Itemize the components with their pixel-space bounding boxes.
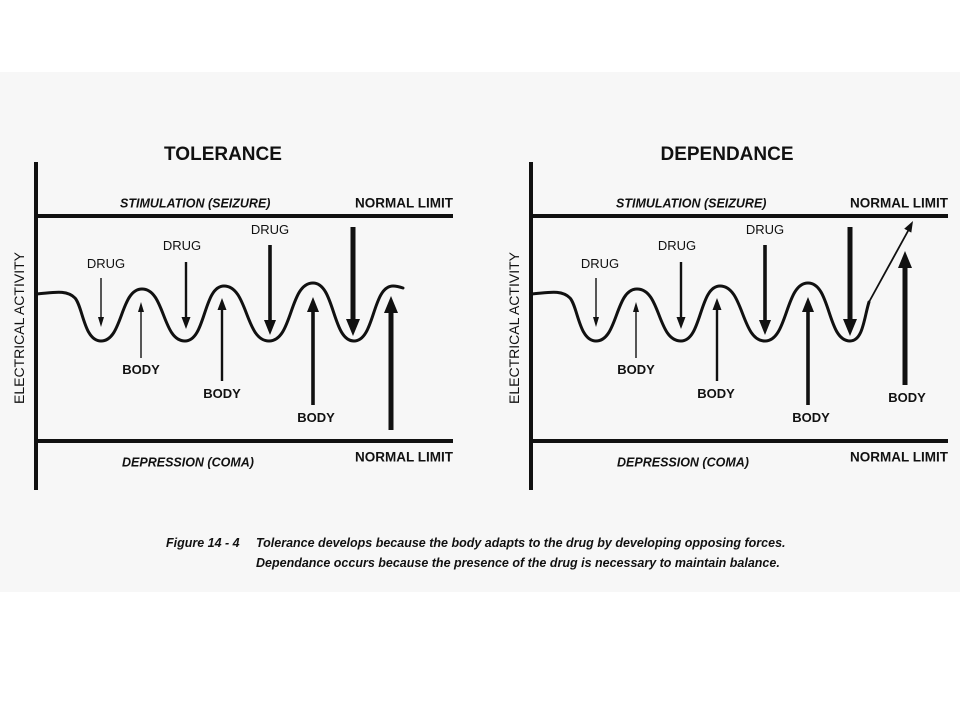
arrow-head [138,302,144,312]
body-arrow-4 [898,251,912,385]
figure-number: Figure 14 - 4 [166,536,240,550]
drug-arrow-3 [759,245,771,335]
arrow-head [264,320,276,335]
arrow-head [904,221,913,233]
drug-label-3: DRUG [251,222,289,237]
dependance-panel: DEPENDANCE ELECTRICAL ACTIVITY STIMULATI… [506,144,949,490]
body-arrow-3 [307,297,319,405]
arrow-head [633,302,639,312]
panel-title: DEPENDANCE [660,144,793,165]
drug-arrow-4 [843,227,857,336]
upper-limit-label: NORMAL LIMIT [850,196,949,211]
body-arrow-3 [802,297,814,405]
lower-limit-label: NORMAL LIMIT [355,450,454,465]
arrow-head [181,317,191,329]
body-label-2: BODY [203,386,241,401]
arrow-head [384,296,398,313]
arrow-head [759,320,771,335]
body-arrow-2 [217,298,227,381]
body-arrow-4 [384,296,398,430]
body-label-2: BODY [697,386,735,401]
arrow-head [346,319,360,336]
drug-label-1: DRUG [581,256,619,271]
drug-label-3: DRUG [746,222,784,237]
arrow-head [593,317,599,327]
caption-line-1: Tolerance develops because the body adap… [256,536,786,550]
body-arrow-1 [633,302,639,358]
arrow-head [898,251,912,268]
arrow-head [802,297,814,312]
caption-line-2: Dependance occurs because the presence o… [256,556,780,570]
drug-arrow-1 [98,278,104,327]
body-arrow-2 [712,298,722,381]
arrow-head [676,317,686,329]
arrow-shaft [868,230,909,303]
tolerance-panel: TOLERANCE ELECTRICAL ACTIVITY STIMULATIO… [11,144,454,490]
activity-wave [34,281,405,343]
arrow-head [98,317,104,327]
y-axis-label: ELECTRICAL ACTIVITY [506,251,522,404]
drug-arrow-4 [346,227,360,336]
stimulation-label: STIMULATION (SEIZURE) [616,197,766,211]
arrow-head [843,319,857,336]
stimulation-label: STIMULATION (SEIZURE) [120,197,270,211]
figure-background [0,72,960,592]
lower-limit-label: NORMAL LIMIT [850,450,949,465]
drug-label-2: DRUG [658,238,696,253]
arrow-head [307,297,319,312]
depression-label: DEPRESSION (COMA) [617,456,749,470]
figure-caption: Figure 14 - 4 Tolerance develops because… [166,536,786,570]
drug-label-1: DRUG [87,256,125,271]
activity-wave [529,281,871,343]
body-arrow-1 [138,302,144,358]
body-label-3: BODY [297,410,335,425]
y-axis-label: ELECTRICAL ACTIVITY [11,251,27,404]
escaping-activity-arrow [868,221,913,303]
body-label-1: BODY [617,362,655,377]
depression-label: DEPRESSION (COMA) [122,456,254,470]
arrow-head [217,298,227,310]
drug-arrow-1 [593,278,599,327]
arrow-head [712,298,722,310]
drug-arrow-2 [181,262,191,329]
body-label-3: BODY [792,410,830,425]
drug-label-2: DRUG [163,238,201,253]
upper-limit-label: NORMAL LIMIT [355,196,454,211]
body-label-4: BODY [888,390,926,405]
drug-arrow-2 [676,262,686,329]
body-label-1: BODY [122,362,160,377]
drug-arrow-3 [264,245,276,335]
panel-title: TOLERANCE [164,144,282,165]
